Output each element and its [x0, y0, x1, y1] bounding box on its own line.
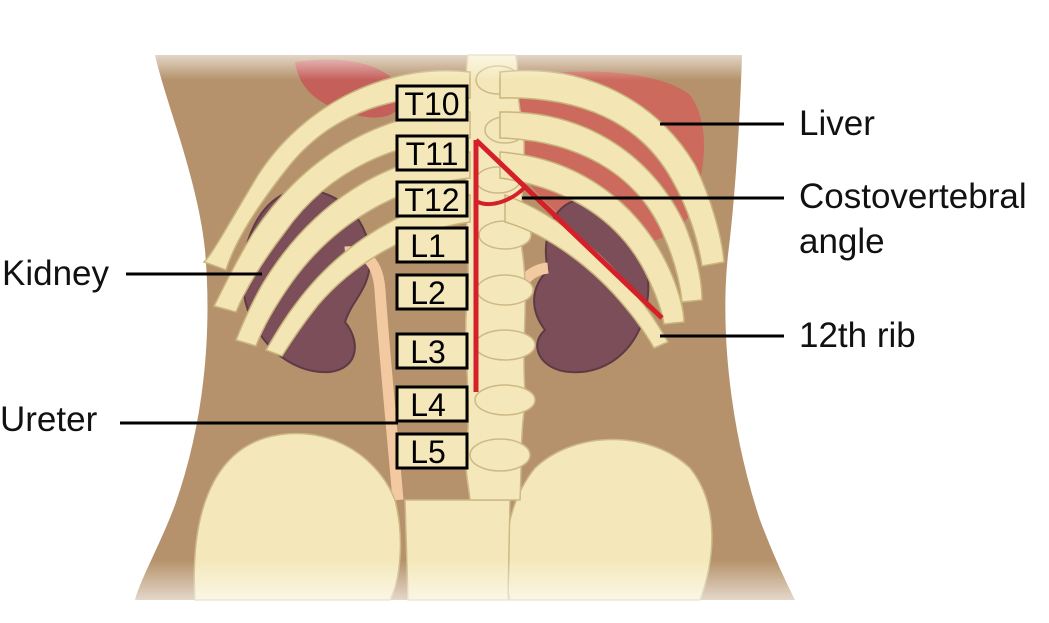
vertebra-text: L4 — [410, 387, 446, 423]
vertebra-box — [395, 432, 469, 470]
vertebra-label-l2: L2 — [395, 273, 469, 311]
vertebra-label-t11: T11 — [395, 134, 469, 172]
rib — [499, 151, 685, 325]
vertebra-label-l1: L1 — [395, 226, 469, 264]
spinous-process — [474, 329, 536, 361]
vertebra-text: L5 — [410, 434, 446, 470]
vertebra-box — [395, 180, 469, 218]
spinous-process — [474, 384, 536, 416]
left-iliac-bone — [193, 432, 402, 601]
vertebra-label-l3: L3 — [395, 332, 469, 370]
vertebra-label-l4: L4 — [395, 385, 469, 423]
top-fade — [120, 40, 820, 80]
vertebra-box — [395, 84, 469, 122]
right-ribs — [499, 69, 725, 349]
rib — [499, 111, 703, 303]
vertebra-text: L2 — [410, 275, 446, 311]
leader-lines — [120, 122, 784, 425]
vertebra-labels: T10 T11 T12 L1 L2 L3 L4 L5 — [395, 84, 469, 470]
vertebra-box — [395, 226, 469, 264]
twelfth-rib-label: 12th rib — [799, 316, 916, 355]
rib — [499, 69, 725, 267]
costovertebral-angle-label-line1: Costovertebral — [799, 177, 1027, 216]
vertebra-label-t10: T10 — [395, 84, 469, 122]
vertebra-text: L1 — [410, 228, 446, 264]
vertebra-text: L3 — [410, 334, 446, 370]
kidney-label: Kidney — [2, 254, 110, 293]
vertebra-text: T12 — [404, 182, 459, 218]
vertebra-text: T11 — [406, 136, 459, 172]
rib — [212, 111, 471, 313]
vertebra-label-t12: T12 — [395, 180, 469, 218]
spinous-process — [476, 274, 534, 306]
vertebra-box — [395, 385, 469, 423]
costovertebral-angle-label-line2: angle — [799, 222, 885, 261]
vertebra-text: T10 — [404, 86, 459, 122]
vertebra-box — [395, 273, 469, 311]
ureter-label: Ureter — [0, 400, 98, 439]
vertebra-box — [395, 134, 469, 172]
angle-arc — [477, 186, 526, 207]
costovertebral-angle-marker — [473, 138, 664, 392]
bottom-fade — [120, 560, 820, 623]
spinous-process — [469, 438, 531, 472]
liver-label: Liver — [799, 104, 875, 143]
vertebra-box — [395, 332, 469, 370]
vertebra-label-l5: L5 — [395, 432, 469, 470]
rib-reference-line — [474, 138, 664, 320]
callout-labels: Liver Costovertebral angle 12th rib Kidn… — [0, 104, 1027, 439]
